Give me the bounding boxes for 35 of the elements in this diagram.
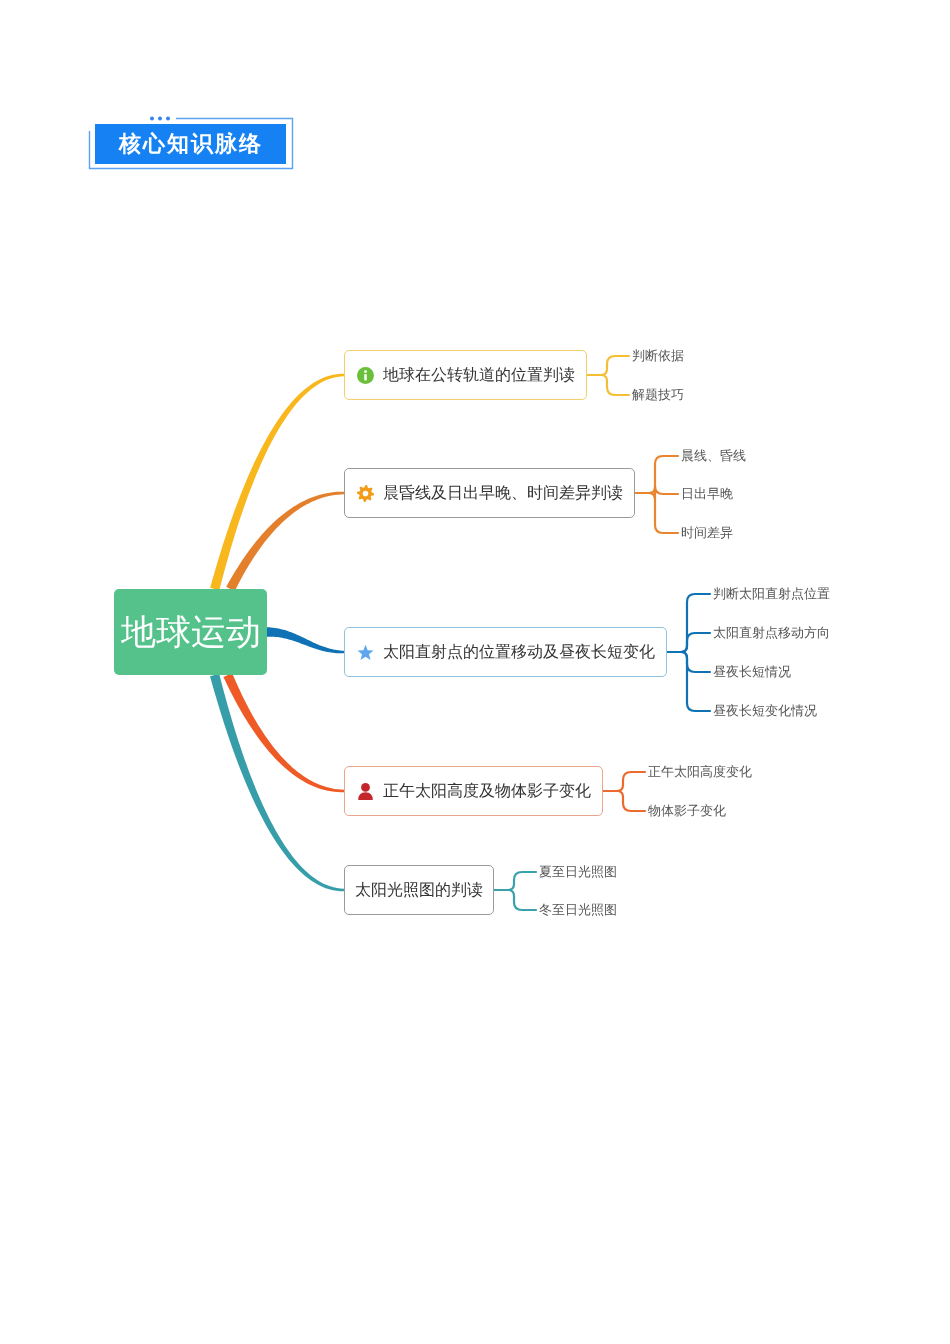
subtopic-label: 晨线、昏线 (681, 447, 746, 465)
subtopic-label: 判断依据 (632, 347, 684, 365)
topic-text: 地球在公转轨道的位置判读 (383, 364, 575, 386)
topic-box (344, 350, 587, 400)
subtopic-label: 冬至日光照图 (539, 901, 617, 919)
topic-text: 太阳直射点的位置移动及昼夜长短变化 (383, 641, 655, 663)
branch-line (226, 491, 344, 592)
branch-line (210, 373, 344, 591)
topic-text: 太阳光照图的判读 (355, 879, 483, 901)
topic-box (344, 766, 603, 816)
subtopic-label: 日出早晚 (681, 485, 733, 503)
central-topic-box: 地球运动 (114, 589, 267, 675)
topic-box (344, 468, 635, 518)
topic-text: 正午太阳高度及物体影子变化 (383, 780, 591, 802)
topic-text: 晨昏线及日出早晚、时间差异判读 (383, 482, 623, 504)
subtopic-label: 昼夜长短情况 (713, 663, 791, 681)
subtopic-label: 太阳直射点移动方向 (713, 624, 830, 642)
branch-line (267, 627, 344, 654)
branch-line (492, 888, 538, 912)
subtopic-label: 判断太阳直射点位置 (713, 585, 830, 603)
subtopic-label: 夏至日光照图 (539, 863, 617, 881)
subtopic-label: 解题技巧 (632, 386, 684, 404)
subtopic-label: 时间差异 (681, 524, 733, 542)
topic-box (344, 627, 667, 677)
subtopic-label: 正午太阳高度变化 (648, 763, 752, 781)
branch-line (633, 491, 680, 535)
topic-box (344, 865, 494, 915)
title-banner: 核心知识脉络 (95, 124, 286, 164)
branch-line (585, 373, 631, 397)
branch-line (223, 673, 344, 793)
branch-line (210, 673, 344, 892)
subtopic-label: 昼夜长短变化情况 (713, 702, 817, 720)
branch-line (665, 650, 712, 713)
branch-line (601, 789, 647, 813)
subtopic-label: 物体影子变化 (648, 802, 726, 820)
